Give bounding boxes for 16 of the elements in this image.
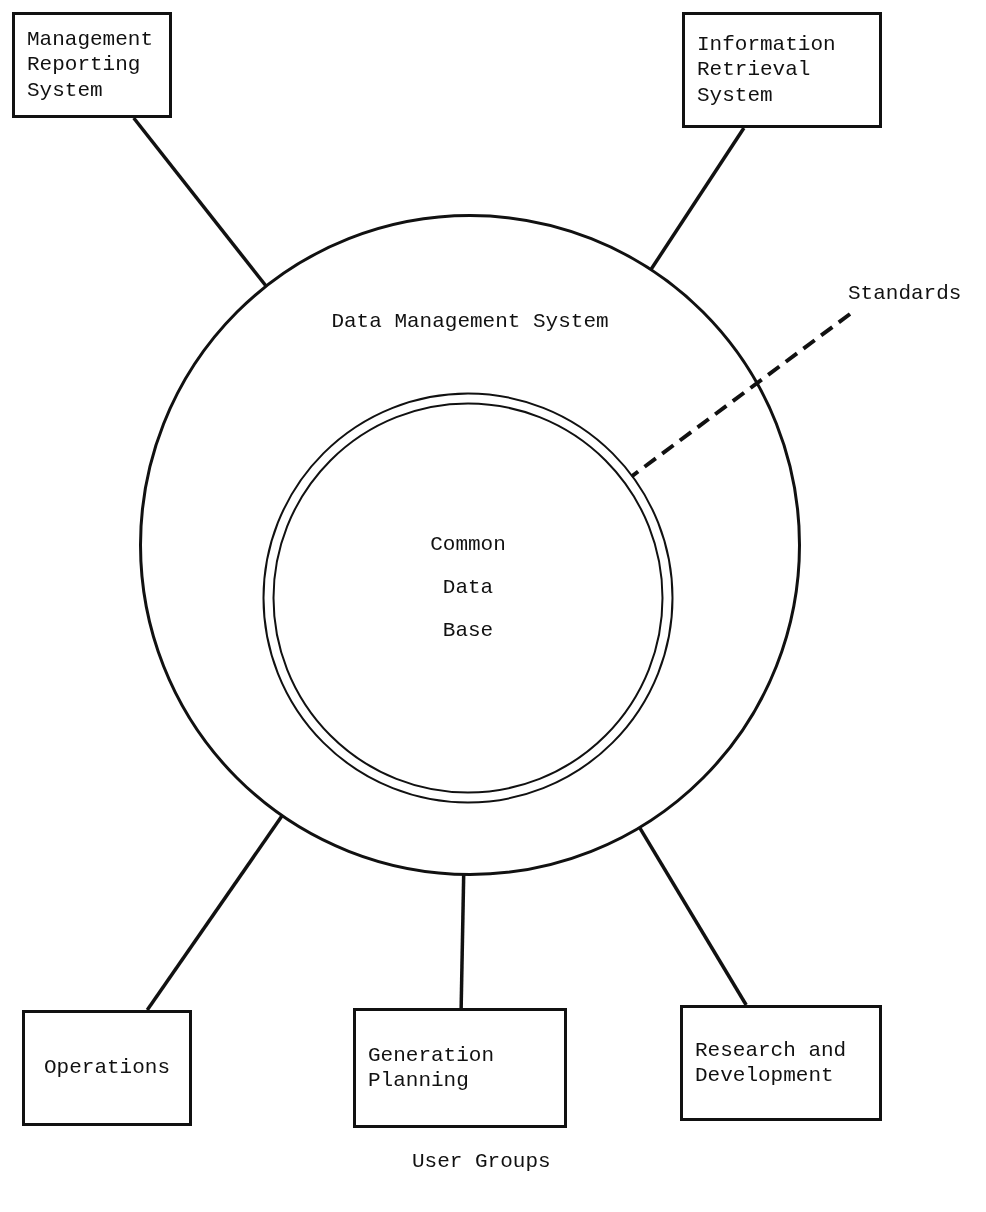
system-box: Information Retrieval System bbox=[682, 12, 882, 128]
system-box: Management Reporting System bbox=[12, 12, 172, 118]
system-box: Operations bbox=[22, 1010, 192, 1126]
callout-text: Standards bbox=[848, 282, 984, 314]
group-caption: User Groups bbox=[412, 1150, 551, 1173]
circle-label: Common Data Base bbox=[429, 532, 507, 645]
connector-line bbox=[649, 127, 746, 271]
connector-line bbox=[459, 873, 466, 1009]
circle-label: Data Management System bbox=[330, 310, 610, 333]
leader-line bbox=[630, 312, 852, 478]
connector-line bbox=[637, 826, 748, 1006]
connector-line bbox=[145, 814, 284, 1011]
system-box: Research and Development bbox=[680, 1005, 882, 1121]
system-box: Generation Planning bbox=[353, 1008, 567, 1128]
circle-region bbox=[139, 214, 801, 876]
connector-line bbox=[132, 116, 268, 288]
